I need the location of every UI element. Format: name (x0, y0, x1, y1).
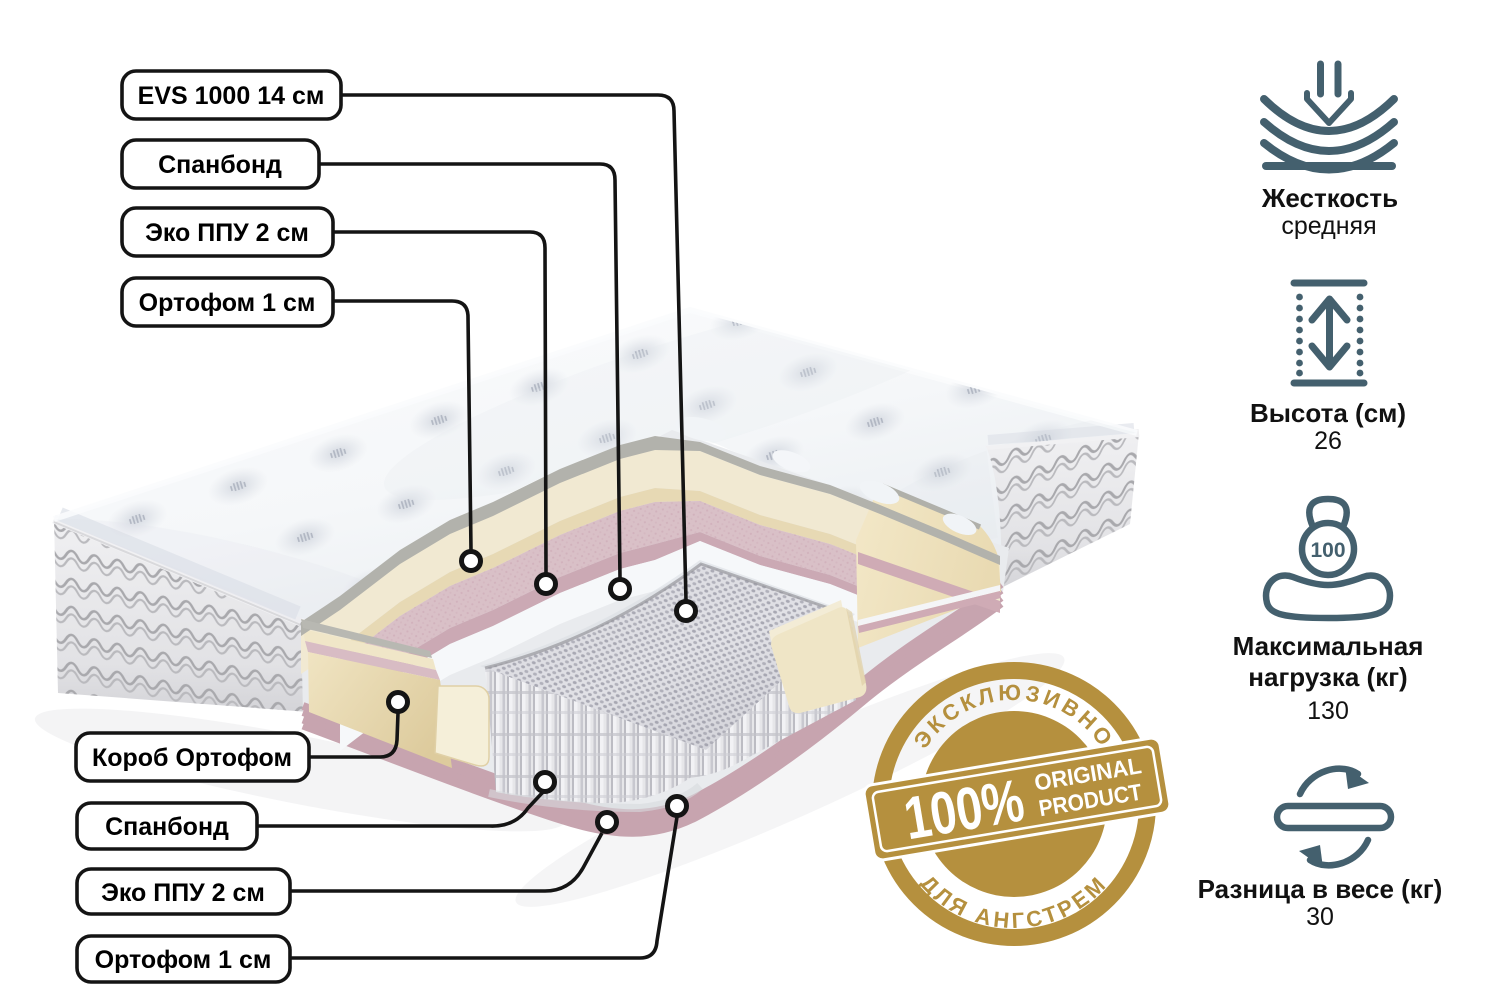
svg-text:Жесткость: Жесткость (1261, 183, 1398, 213)
svg-text:130: 130 (1307, 697, 1349, 725)
svg-text:EVS 1000 14 см: EVS 1000 14 см (138, 82, 325, 110)
svg-text:Спанбонд: Спанбонд (105, 813, 229, 841)
svg-text:Короб Ортофом: Короб Ортофом (92, 744, 292, 772)
svg-text:30: 30 (1306, 903, 1334, 931)
svg-text:Высота (см): Высота (см) (1250, 398, 1406, 428)
svg-text:26: 26 (1314, 427, 1342, 455)
svg-text:Максимальная: Максимальная (1233, 631, 1424, 661)
svg-text:средняя: средняя (1281, 212, 1376, 240)
svg-text:нагрузка (кг): нагрузка (кг) (1248, 662, 1407, 692)
svg-text:Эко ППУ 2 см: Эко ППУ 2 см (145, 219, 309, 247)
svg-text:Спанбонд: Спанбонд (158, 151, 282, 179)
svg-text:Ортофом 1 см: Ортофом 1 см (139, 289, 316, 317)
svg-text:Ортофом 1 см: Ортофом 1 см (95, 946, 272, 974)
svg-text:Эко ППУ 2 см: Эко ППУ 2 см (101, 879, 265, 907)
svg-text:Разница в весе (кг): Разница в весе (кг) (1198, 874, 1443, 904)
svg-text:100: 100 (1310, 539, 1345, 562)
